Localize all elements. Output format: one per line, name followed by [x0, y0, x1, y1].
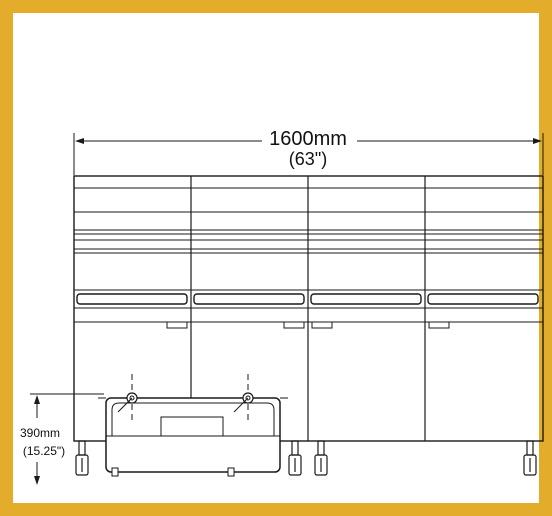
dimension-arrow-right	[533, 138, 542, 144]
castor-wheel	[523, 454, 537, 476]
castor-center-right	[314, 440, 328, 476]
castor-wheel	[75, 454, 89, 476]
castor-center-left	[288, 440, 302, 476]
height-metric-label: 390mm	[20, 426, 60, 440]
filter-pan	[98, 374, 290, 477]
control-panel-unit-2	[193, 293, 305, 305]
door-handle	[283, 321, 305, 329]
pivot-arm-right	[233, 397, 249, 413]
castor-right	[523, 440, 537, 476]
filter-pan-inner	[111, 402, 275, 436]
dimension-arrow-left	[75, 138, 84, 144]
width-metric-label: 1600mm	[269, 128, 347, 150]
filter-pan-foot	[111, 467, 119, 477]
height-arrow-top	[34, 395, 40, 404]
pivot-arm-left	[117, 397, 133, 413]
castors	[75, 440, 537, 476]
height-arrow-bottom	[34, 476, 40, 485]
control-panel-unit-1	[76, 293, 188, 305]
fryer-battery	[73, 175, 544, 442]
height-imperial-label: (15.25")	[23, 444, 65, 458]
height-dimension	[30, 393, 104, 485]
pivot-right-inner	[245, 395, 251, 401]
door-handle	[166, 321, 188, 329]
castor-wheel	[314, 454, 328, 476]
control-panel-unit-4	[427, 293, 539, 305]
door-handle	[428, 321, 450, 329]
door-handle	[311, 321, 333, 329]
filter-pan-handle	[160, 416, 224, 437]
castor-left	[75, 440, 89, 476]
castor-wheel	[288, 454, 302, 476]
width-dimension	[73, 133, 544, 175]
filter-pan-body	[105, 397, 281, 473]
width-imperial-label: (63")	[289, 149, 327, 169]
control-panel-unit-3	[310, 293, 422, 305]
filter-pan-foot	[227, 467, 235, 477]
pivot-left-inner	[129, 395, 135, 401]
